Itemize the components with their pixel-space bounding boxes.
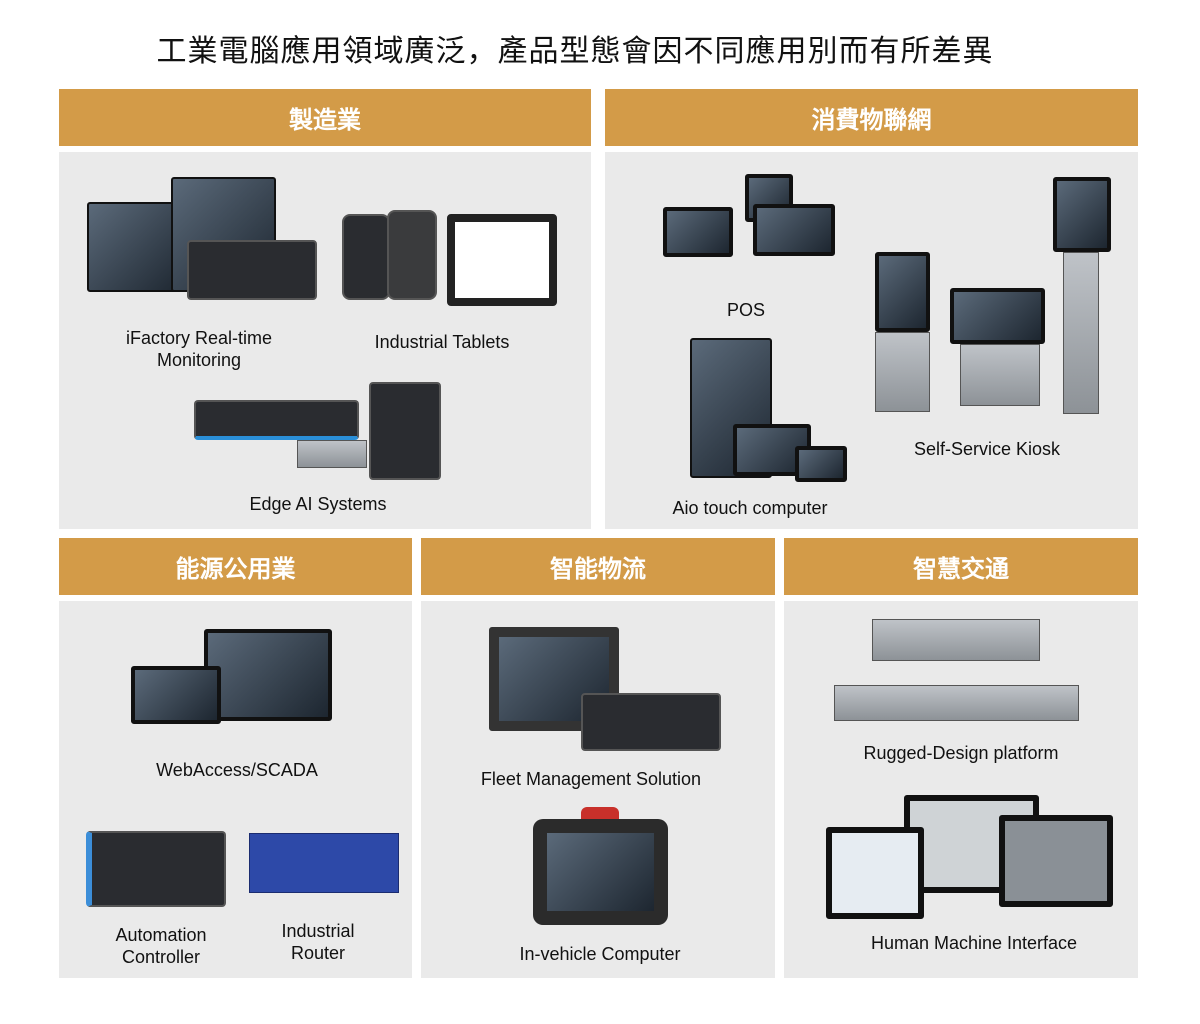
item-label: Human Machine Interface [870,933,1078,953]
kiosk-image [950,288,1045,344]
hmi-panel-image [999,815,1113,907]
section-header-logistics: 智能物流 [421,538,775,595]
section-header-energy: 能源公用業 [59,538,412,595]
panel-logistics: Fleet Management Solution In-vehicle Com… [421,601,775,978]
pos-image [753,204,835,256]
edge-ai-system-image [369,382,441,480]
item-label: Self-Service Kiosk [913,439,1061,459]
item-label: Edge AI Systems [249,494,387,514]
page-title: 工業電腦應用領域廣泛，產品型態會因不同應用別而有所差異 [156,34,994,69]
item-label: Rugged-Design platform [863,743,1059,763]
rugged-platform-image [834,685,1079,721]
industrial-router-image [249,833,399,893]
item-label: WebAccess/SCADA [156,760,318,780]
edge-ai-system-image [194,400,359,440]
scada-monitor-image [204,629,332,721]
item-label: Fleet Management Solution [480,769,702,789]
in-vehicle-computer-image [533,819,668,925]
panel-transportation: Rugged-Design platform Human Machine Int… [784,601,1138,978]
emergency-button-image [581,807,619,819]
fleet-box-image [581,693,721,751]
aio-computer-image [795,446,847,482]
item-label: Industrial Tablets [374,332,510,352]
item-label: In-vehicle Computer [519,944,681,964]
automation-controller-image [86,831,226,907]
scada-laptop-image [131,666,221,724]
tablet-image [447,214,557,306]
kiosk-image [875,252,930,332]
kiosk-image [1063,252,1099,414]
section-header-transportation: 智慧交通 [784,538,1138,595]
kiosk-image [875,332,930,412]
section-header-consumer-iot: 消費物聯網 [605,89,1138,146]
kiosk-image [960,344,1040,406]
hmi-panel-image [826,827,924,919]
rugged-platform-image [872,619,1040,661]
item-label: Aio touch computer [672,498,828,518]
section-header-manufacturing: 製造業 [59,89,591,146]
dashboard-monitor-image [87,202,187,292]
item-label: POS [726,300,766,320]
box-pc-image [187,240,317,300]
panel-consumer-iot: POS Aio touch computer Self-Service Kios… [605,152,1138,529]
tablet-image [342,214,390,300]
tablet-image [387,210,437,300]
pos-image [663,207,733,257]
edge-ai-system-image [297,440,367,468]
kiosk-image [1053,177,1111,252]
